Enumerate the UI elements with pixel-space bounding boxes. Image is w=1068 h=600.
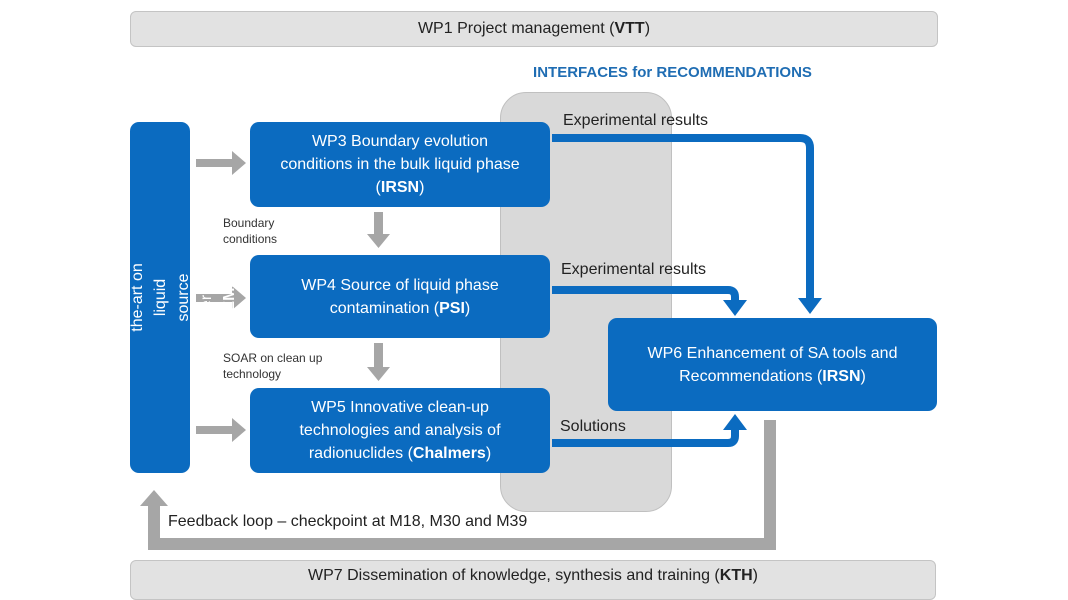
- arrow-wp4-wp5: [367, 343, 390, 381]
- connector-arrows: [140, 134, 822, 550]
- wp6-end: ): [860, 367, 866, 385]
- wp5-org: Chalmers: [412, 445, 486, 462]
- wp3-box: WP3 Boundary evolution conditions in the…: [250, 122, 550, 207]
- arrow-wp3-wp4: [367, 212, 390, 248]
- wp1-bar: WP1 Project management (VTT): [130, 11, 938, 47]
- arrowhead-wp4-wp6: [723, 300, 747, 316]
- wp4-text: WP4 Source of liquid phase contamination…: [301, 276, 499, 317]
- arrow-wp5-wp6: [552, 428, 739, 447]
- wp7-end: ): [752, 567, 758, 584]
- wp6-text: WP6 Enhancement of SA tools and Recommen…: [647, 344, 898, 385]
- arrow-wp2-wp4: [196, 286, 246, 310]
- wp3-org: IRSN: [380, 179, 420, 196]
- interfaces-title: INTERFACES for RECOMMENDATIONS: [533, 64, 812, 81]
- soar-label: SOAR on clean up technology: [223, 351, 323, 381]
- arrow-wp3-wp6: [552, 134, 814, 300]
- wp6-box: WP6 Enhancement of SA tools and Recommen…: [608, 318, 937, 411]
- wp7-org: KTH: [719, 567, 753, 584]
- wp3-end: ): [419, 179, 425, 196]
- arrowhead-wp3-wp6: [798, 298, 822, 314]
- wp2-text: WP2 State-of-the-art on liquid source te…: [82, 263, 238, 333]
- wp5-label: WP5 Innovative clean-up technologies and…: [275, 396, 525, 465]
- wp1-end: ): [644, 20, 651, 37]
- wp2-label: WP2 State-of-the-art on liquid source te…: [80, 262, 241, 333]
- wp2-box: WP2 State-of-the-art on liquid source te…: [83, 122, 238, 473]
- wp2-org: CIEMAT: [220, 267, 238, 328]
- solutions-label: Solutions: [560, 418, 626, 435]
- wp7-bar: WP7 Dissemination of knowledge, synthesi…: [130, 560, 936, 600]
- wp4-end: ): [464, 299, 471, 317]
- wp6-label: WP6 Enhancement of SA tools and Recommen…: [623, 342, 923, 388]
- feedback-loop-label: Feedback loop – checkpoint at M18, M30 a…: [168, 513, 528, 530]
- wp2-end: ): [220, 262, 238, 268]
- wp5-text: WP5 Innovative clean-up technologies and…: [299, 399, 501, 462]
- wp3-text: WP3 Boundary evolution conditions in the…: [280, 133, 520, 196]
- arrow-wp2-wp5: [196, 418, 246, 442]
- wp4-box: WP4 Source of liquid phase contamination…: [250, 255, 550, 338]
- arrowhead-wp5-wp6: [723, 414, 747, 430]
- wp6-org: IRSN: [822, 367, 861, 385]
- wp5-box: WP5 Innovative clean-up technologies and…: [250, 388, 550, 473]
- wp4-label: WP4 Source of liquid phase contamination…: [285, 274, 515, 320]
- experimental-results-2: Experimental results: [561, 261, 706, 278]
- wp7-text: WP7 Dissemination of knowledge, synthesi…: [308, 567, 720, 584]
- wp4-org: PSI: [439, 299, 465, 317]
- arrow-wp4-wp6: [552, 286, 739, 302]
- experimental-results-1: Experimental results: [563, 112, 708, 129]
- wp1-text: WP1 Project management (: [417, 20, 615, 37]
- wp3-label: WP3 Boundary evolution conditions in the…: [275, 130, 525, 199]
- wp1-org: VTT: [614, 20, 645, 37]
- wp5-end: ): [485, 445, 492, 462]
- arrow-wp2-wp3: [196, 151, 246, 175]
- boundary-conditions-label: Boundary conditions: [223, 216, 278, 246]
